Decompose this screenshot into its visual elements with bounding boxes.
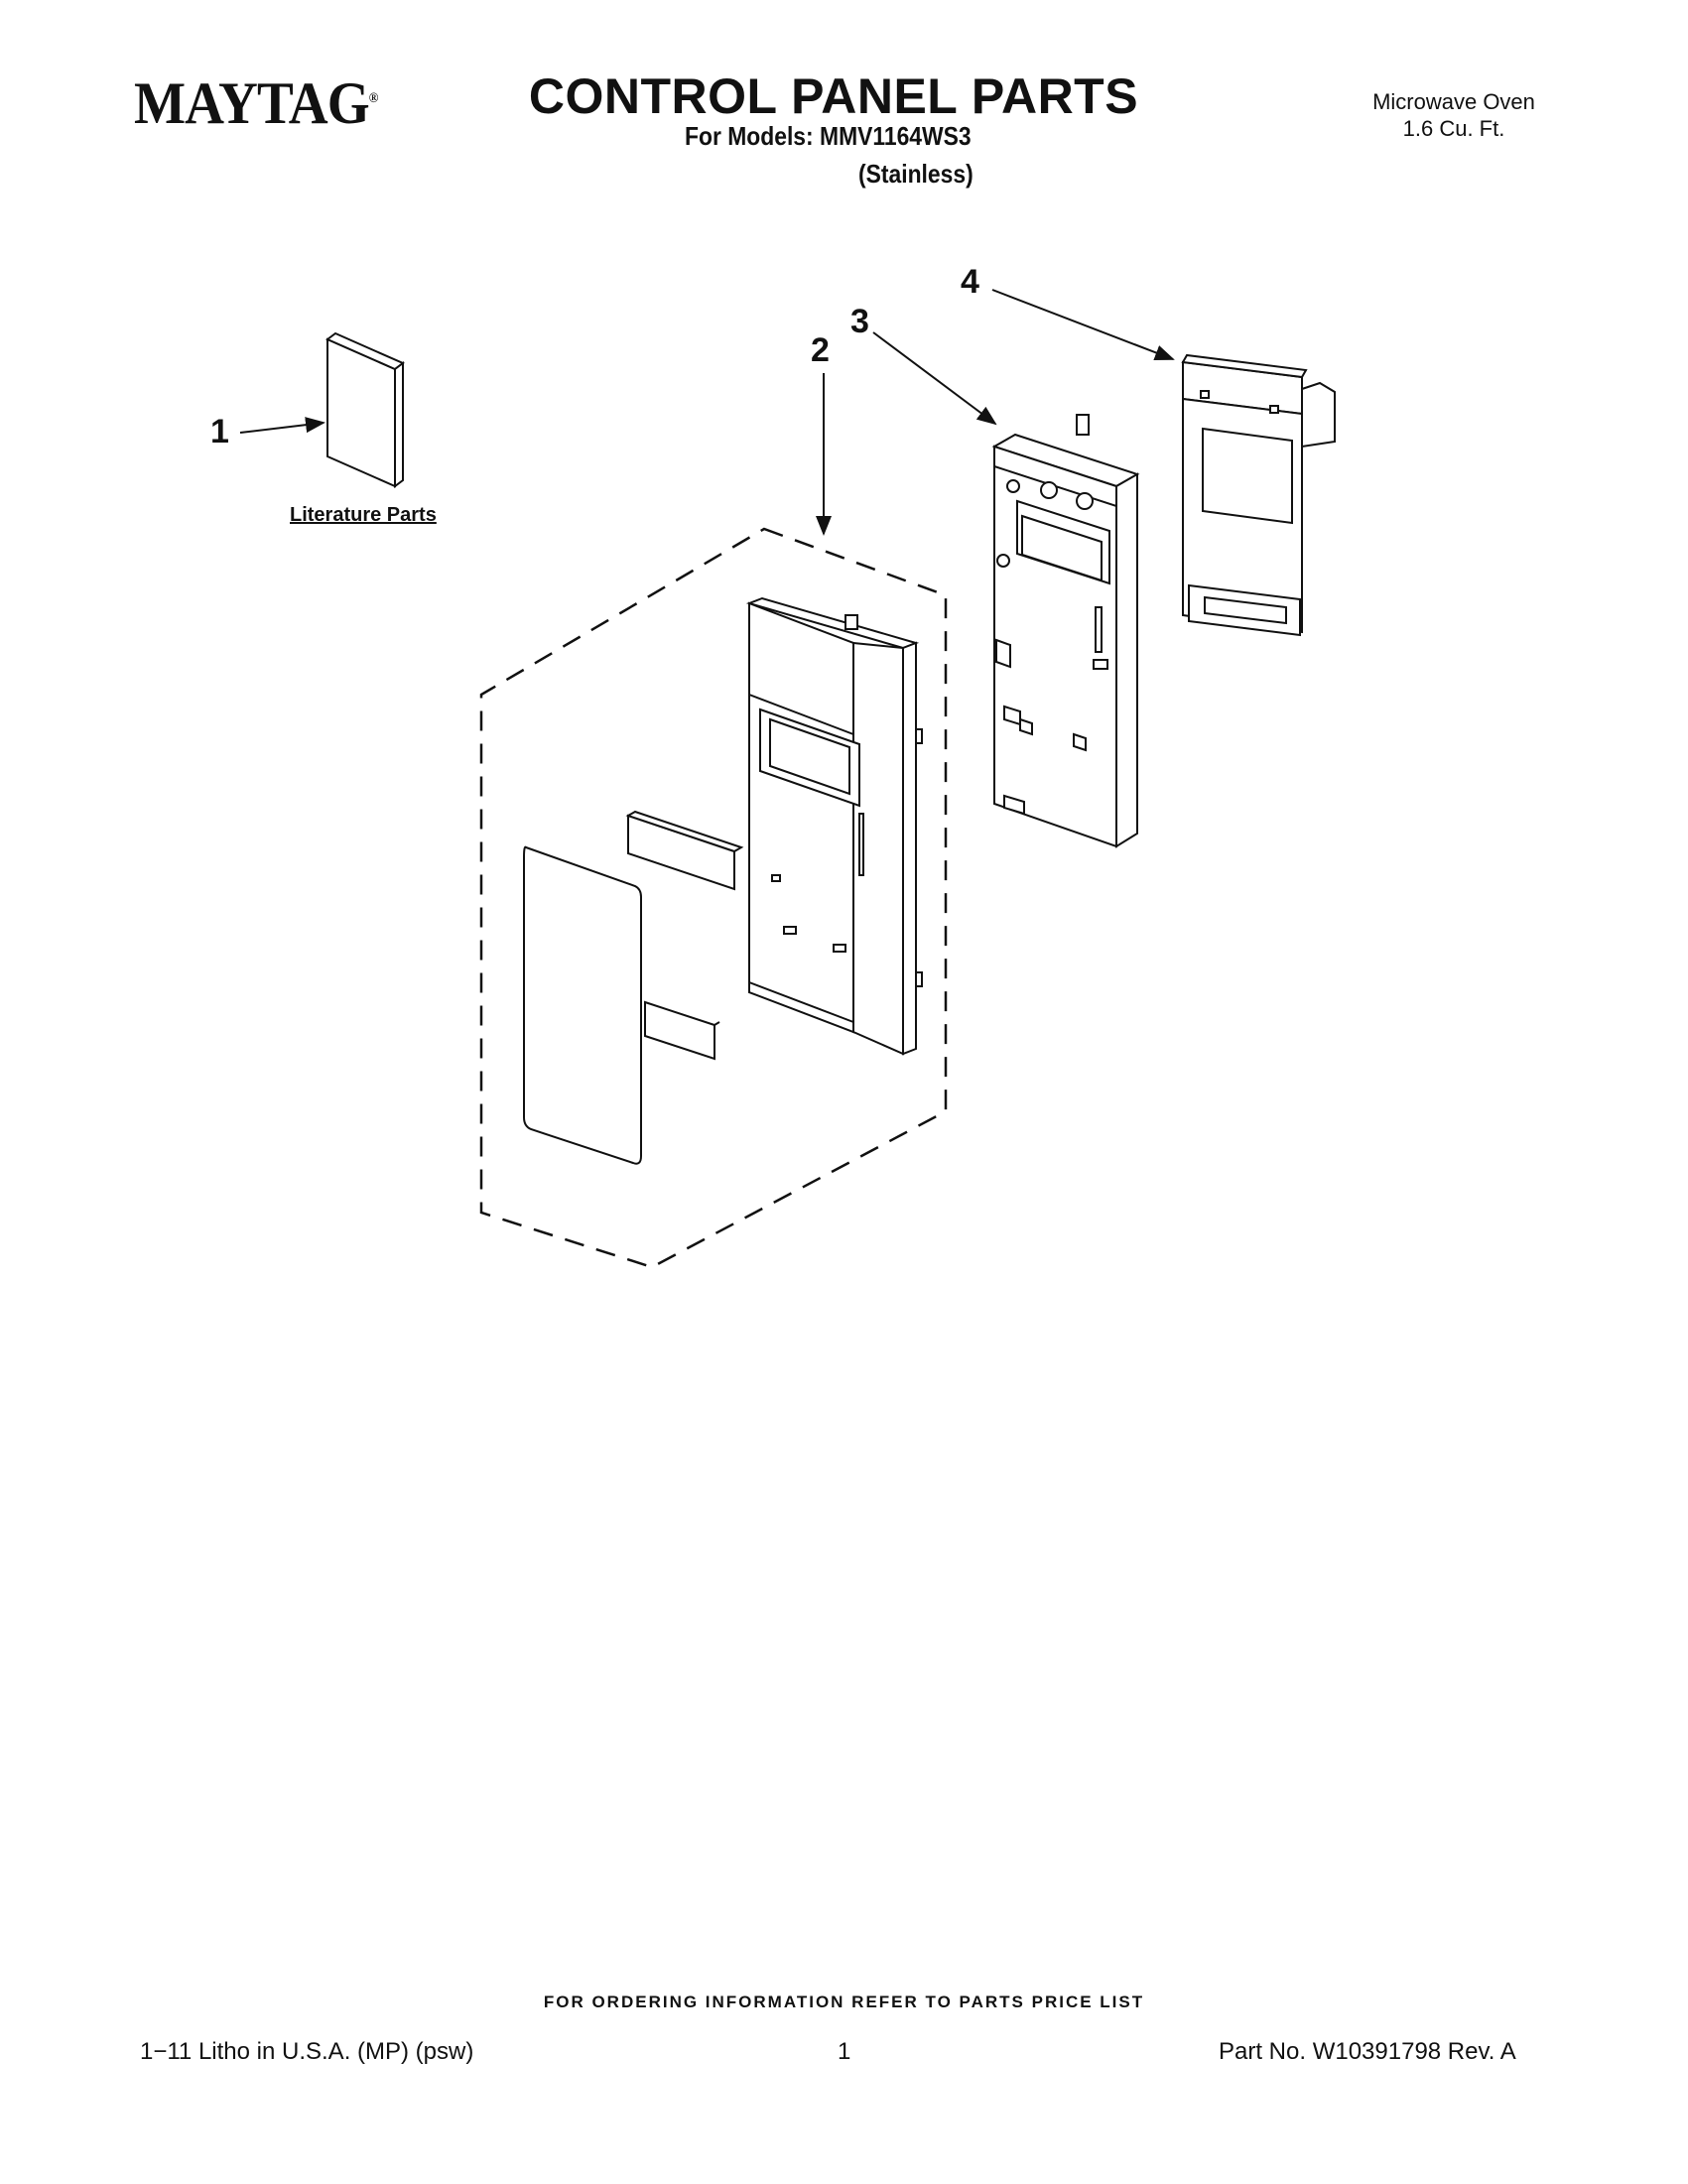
tail-plate bbox=[644, 1000, 720, 1061]
product-type: Microwave Oven bbox=[1372, 89, 1535, 114]
callout-4: 4 bbox=[961, 263, 979, 301]
brand-name: MAYTAG bbox=[134, 70, 370, 136]
registered-mark: ® bbox=[368, 91, 379, 106]
part-number: Part No. W10391798 Rev. A bbox=[1219, 2038, 1516, 2065]
maytag-logo: MAYTAG® bbox=[134, 69, 379, 138]
control-board bbox=[1181, 353, 1336, 637]
ordering-note: FOR ORDERING INFORMATION REFER TO PARTS … bbox=[543, 1992, 1145, 2011]
callout-3: 3 bbox=[850, 303, 869, 340]
models-line: For Models: MMV1164WS3 bbox=[685, 121, 972, 151]
membrane-overlay bbox=[523, 845, 642, 1165]
assembly-outline-dashed bbox=[479, 527, 948, 1269]
page-number: 1 bbox=[838, 2038, 851, 2065]
control-panel-housing bbox=[991, 414, 1140, 848]
control-panel-front bbox=[745, 596, 923, 1056]
literature-booklet bbox=[325, 331, 405, 488]
product-capacity: 1.6 Cu. Ft. bbox=[1402, 116, 1505, 141]
callout-1: 1 bbox=[210, 413, 229, 450]
callout-3-arrow bbox=[872, 331, 997, 426]
page-title: CONTROL PANEL PARTS bbox=[528, 68, 1139, 124]
litho-note: 1−11 Litho in U.S.A. (MP) (psw) bbox=[140, 2038, 474, 2065]
display-window-lens bbox=[625, 810, 744, 891]
finish-line: (Stainless) bbox=[858, 159, 974, 189]
callout-4-arrow bbox=[991, 289, 1175, 361]
callout-2: 2 bbox=[811, 331, 830, 369]
callout-1-arrow bbox=[239, 417, 325, 434]
literature-parts-label: Literature Parts bbox=[290, 504, 437, 526]
